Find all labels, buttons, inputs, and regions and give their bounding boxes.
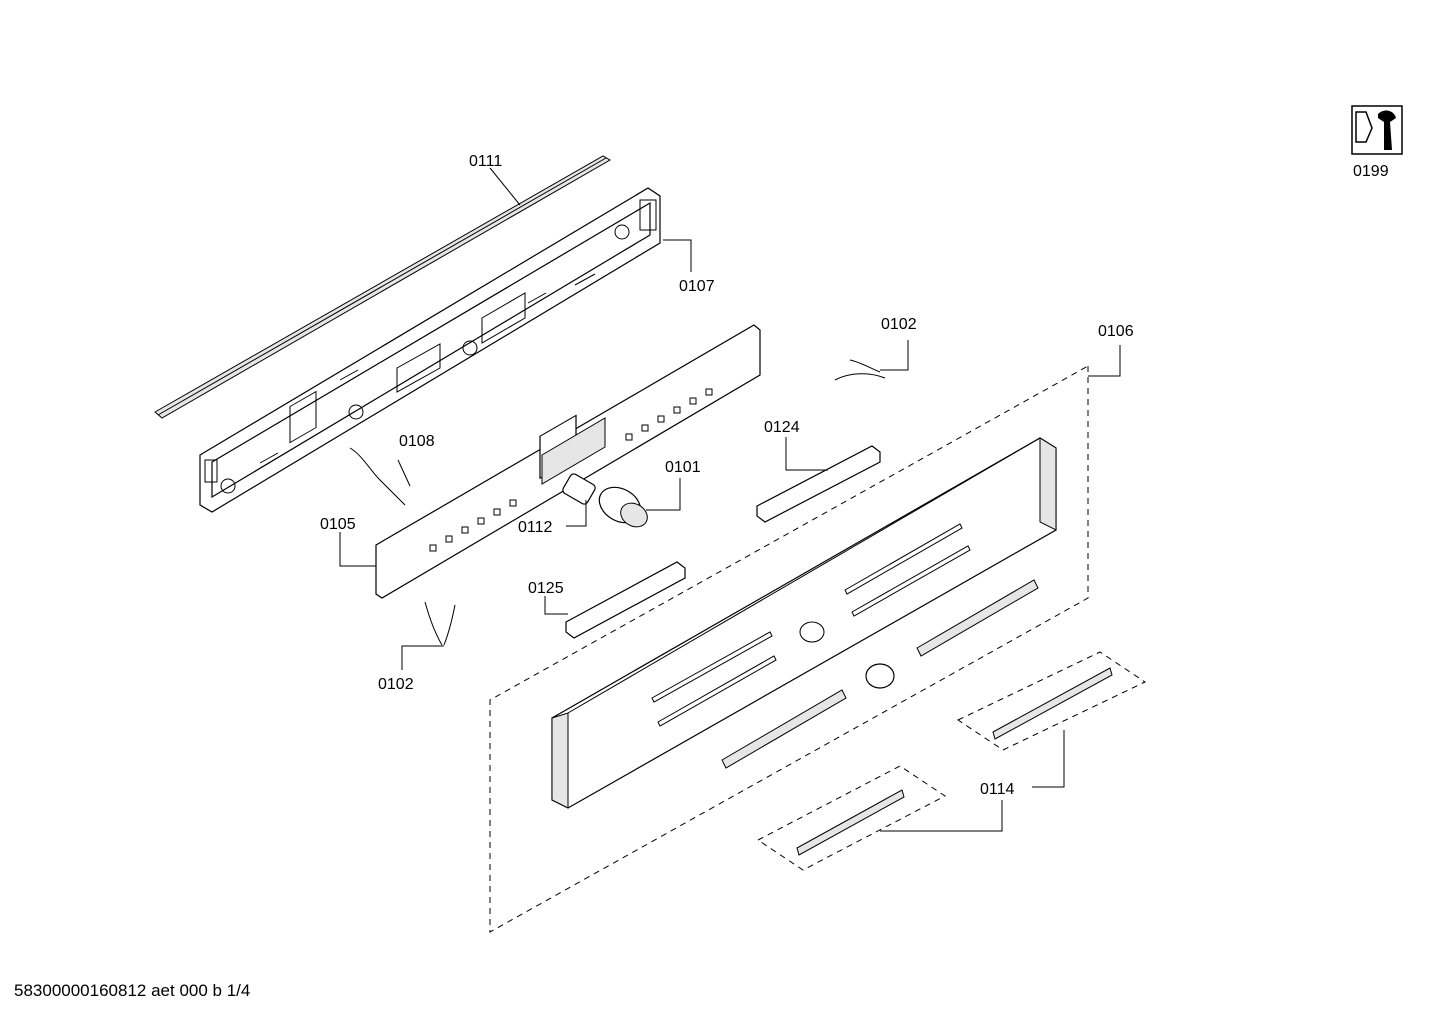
label-0107: 0107 [679, 278, 715, 295]
part-0108-ribbon-cable [349, 447, 406, 506]
label-0105: 0105 [320, 516, 356, 533]
label-0101: 0101 [665, 459, 701, 476]
part-0114-outline-left [757, 765, 946, 871]
part-0125-button-strip [565, 561, 686, 639]
label-0112: 0112 [518, 519, 553, 536]
part-0112-knob-axle [562, 473, 596, 505]
label-0102-bottom: 0102 [378, 676, 414, 693]
wrench-service-icon [1351, 105, 1403, 155]
part-0106-front-fascia [551, 437, 1057, 809]
label-0108: 0108 [399, 433, 435, 450]
label-0124: 0124 [764, 419, 800, 436]
document-footer-code: 58300000160812 aet 000 b 1/4 [14, 981, 251, 1000]
label-0199: 0199 [1353, 163, 1389, 180]
part-0114-outline-right [956, 651, 1147, 751]
part-0111-trim-strip [154, 155, 612, 419]
part-0107-panel-frame [199, 187, 661, 513]
label-0114: 0114 [980, 781, 1015, 798]
part-0102-wire-bottom [424, 601, 456, 646]
label-0106: 0106 [1098, 323, 1134, 340]
label-0125: 0125 [528, 580, 564, 597]
label-0102-top: 0102 [881, 316, 917, 333]
part-0124-button-strip [756, 445, 881, 523]
part-0102-wire-top [834, 359, 886, 381]
part-0101-knob [598, 486, 648, 528]
part-0106-outline [489, 365, 1089, 933]
label-0111: 0111 [469, 153, 502, 170]
part-0105-pcb [375, 324, 761, 599]
leader-lines [339, 167, 1121, 832]
